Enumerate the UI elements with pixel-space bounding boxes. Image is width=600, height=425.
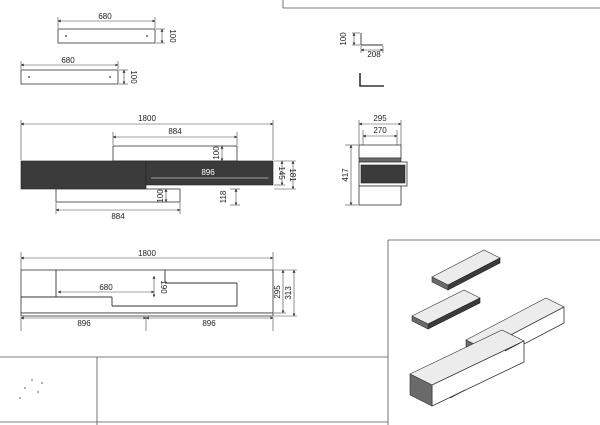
front-view: 1800 680 190 295 313 896 896 — [20, 249, 297, 331]
front-height-a-label: 295 — [273, 285, 282, 299]
side-view: 295 270 417 — [341, 114, 408, 206]
top-overall-width-label: 1800 — [138, 114, 156, 123]
front-right-width-label: 896 — [202, 319, 216, 328]
shelf-front-view: 680 100 — [20, 56, 138, 85]
bracket-width-label: 208 — [367, 50, 381, 59]
top-right-depth-a-label: 145 — [277, 166, 286, 180]
top-lower-offset-label: 118 — [219, 190, 228, 203]
front-drawer-height-label: 190 — [159, 280, 168, 294]
shelf-top-width-label: 680 — [98, 12, 112, 21]
shelf-top-view: 680 100 — [57, 12, 177, 44]
front-height-b-label: 313 — [284, 286, 293, 300]
isometric-preview — [409, 249, 565, 407]
top-right-depth-b-label: 181 — [288, 168, 297, 182]
front-overall-width-label: 1800 — [138, 249, 156, 258]
shelf-front-width-label: 680 — [61, 56, 75, 65]
top-lower-width-label: 884 — [111, 212, 125, 221]
bracket-height-label: 100 — [339, 32, 348, 46]
side-depth-outer-label: 295 — [373, 114, 387, 123]
shelf-front-height-label: 100 — [129, 70, 138, 84]
shelf-top-height-label: 100 — [168, 29, 177, 43]
front-left-width-label: 896 — [77, 319, 91, 328]
front-drawer-width-label: 680 — [99, 283, 113, 292]
top-view: 1800 884 100 896 145 181 100 884 118 — [20, 114, 297, 221]
side-depth-inner-label: 270 — [373, 126, 387, 135]
top-middle-width-label: 896 — [201, 168, 215, 177]
top-upper-depth-label: 100 — [212, 146, 221, 160]
side-height-label: 417 — [341, 168, 350, 182]
top-lower-depth-label: 100 — [156, 189, 165, 203]
top-upper-width-label: 884 — [168, 127, 182, 136]
bracket-views: 100 208 — [339, 32, 384, 87]
